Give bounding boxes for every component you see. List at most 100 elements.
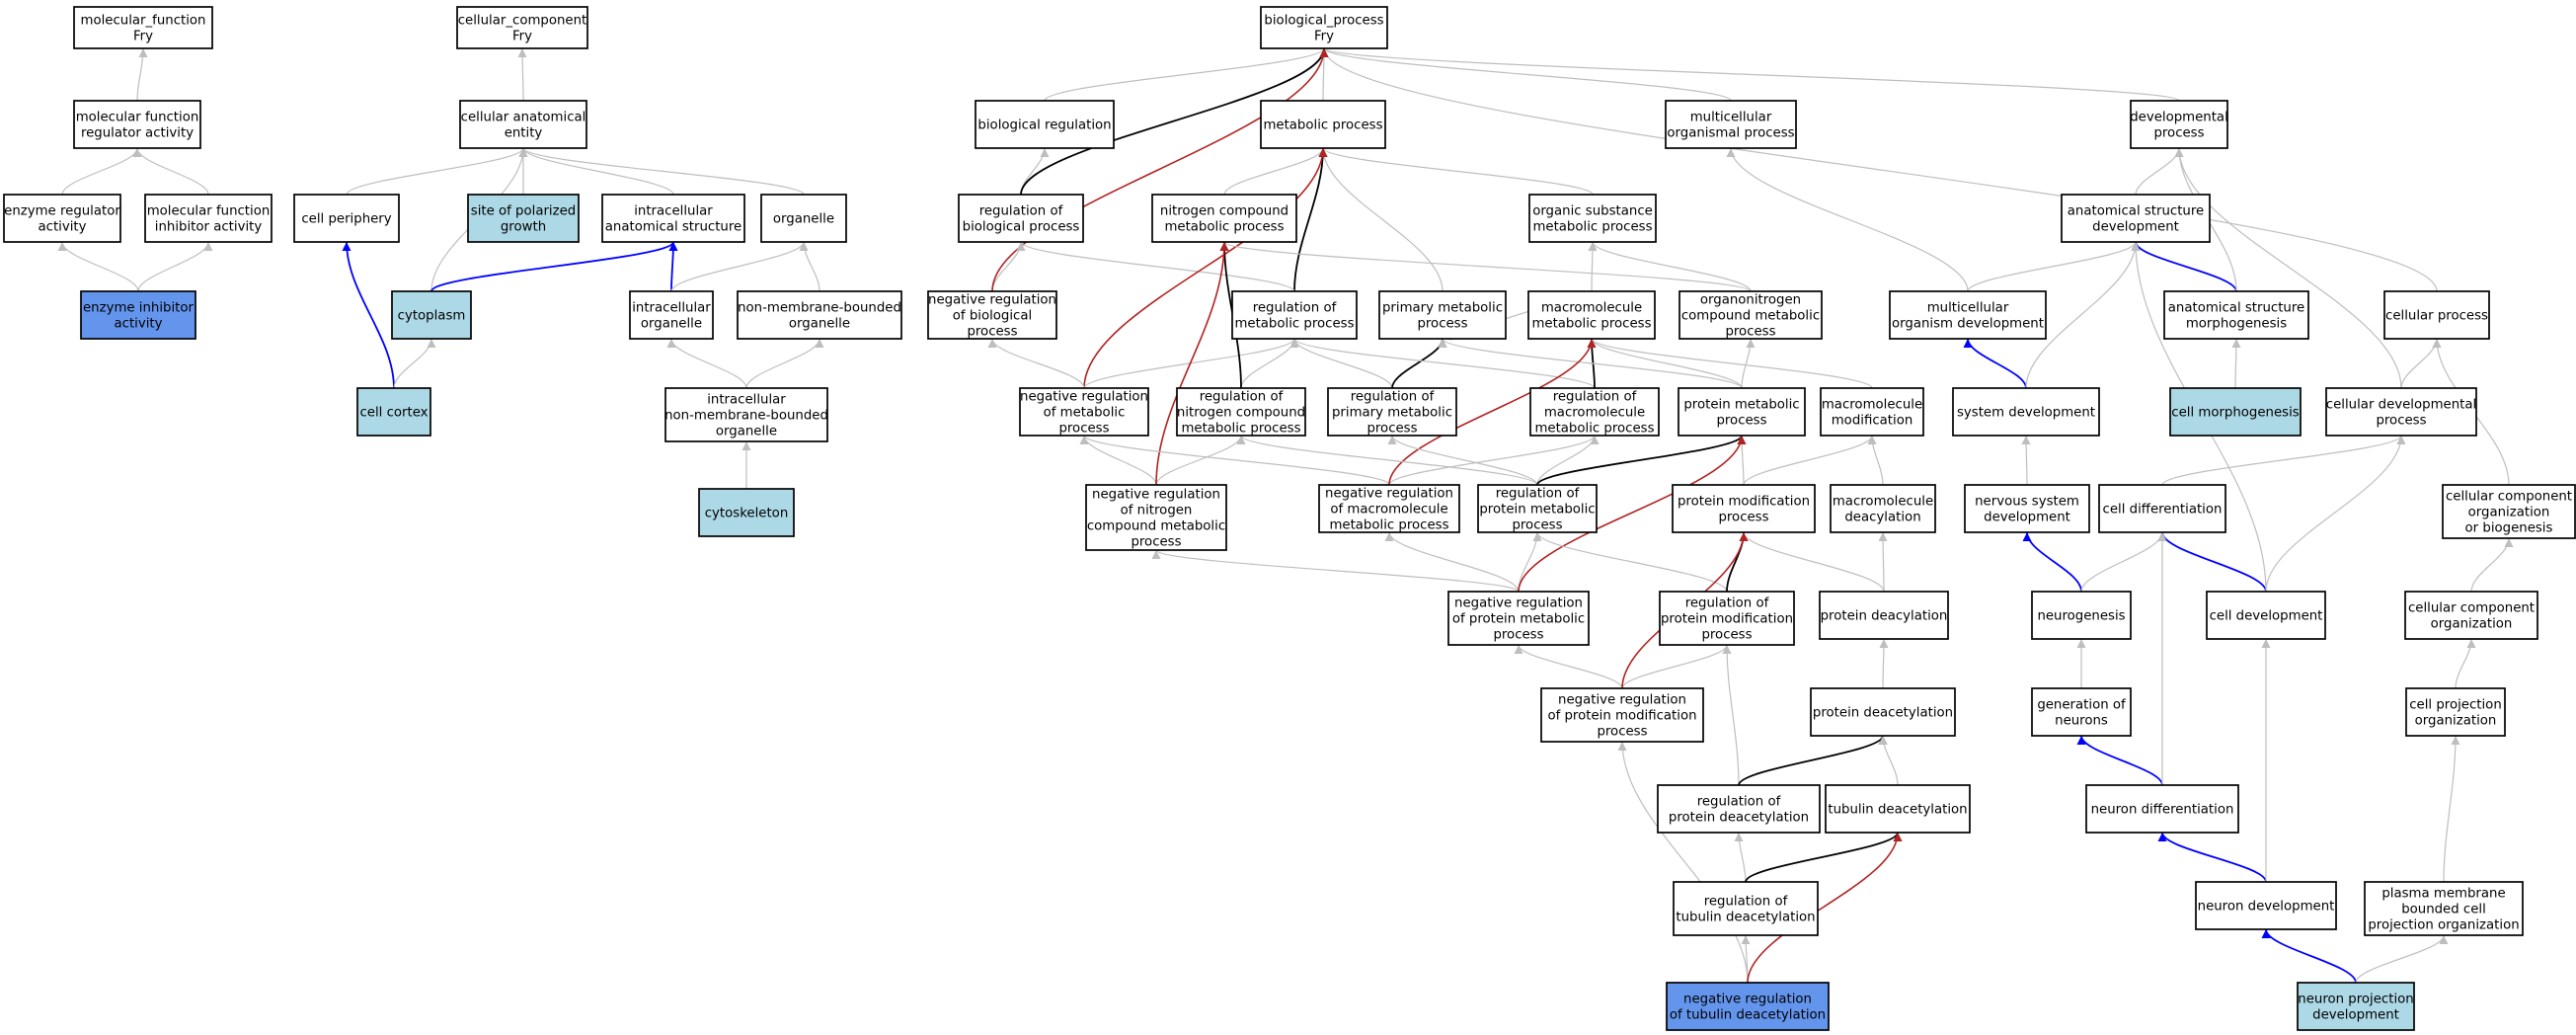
node-cell-cortex[interactable]: cell cortex [356,387,431,437]
node-label-line: multicellular [1927,300,2009,315]
node-tubulin-deacetylation[interactable]: tubulin deacetylation [1825,784,1971,834]
node-label-line: neurogenesis [2037,608,2125,623]
node-cell-differentiation[interactable]: cell differentiation [2098,484,2226,533]
node-box [2061,194,2211,243]
node-label-line: cellular process [2385,308,2488,323]
node-label-line: of biological [953,308,1032,323]
node-metabolic-process[interactable]: metabolic process [1260,100,1386,149]
edge-is-a [2355,934,2449,984]
node-neuron-differentiation[interactable]: neuron differentiation [2085,784,2239,834]
node-organelle[interactable]: organelle [760,194,847,243]
node-label-line: cellular component [2408,600,2535,615]
edge-is-a [2174,147,2402,389]
node-cell-development[interactable]: cell development [2206,591,2326,640]
node-label-line: growth [501,219,546,234]
node-label-line: of macromolecule [1330,502,1447,517]
edge-is-a [1739,531,1885,593]
node-label-line: anatomical structure [2168,300,2304,315]
node-box [293,194,400,243]
node-label-line: organismal process [1667,125,1794,140]
edge-is-a [1289,338,1596,389]
edge-is-a [1737,435,1747,486]
node-label-line: bounded cell [2401,902,2486,916]
node-protein-deacetylation[interactable]: protein deacetylation [1810,687,1956,737]
edge-is-a [518,147,674,196]
node-biological-regulation[interactable]: biological regulation [975,100,1115,149]
node-label-line: metabolic process [1234,316,1354,331]
node-label-line: of metabolic [1044,405,1126,420]
edge-is-a [1240,338,1299,389]
node-box [2031,687,2132,737]
node-label-line: plasma membrane [2381,886,2505,901]
node-label-line: process [1718,510,1768,524]
edge-is-a [1318,147,1444,292]
node-cellular-process[interactable]: cellular process [2383,290,2490,340]
node-protein-deacylation[interactable]: protein deacylation [1819,591,1949,640]
node-cell-periphery[interactable]: cell periphery [293,194,400,243]
node-label-line: molecular function [147,203,271,218]
edge-is-a [2025,241,2141,389]
node-box [2442,484,2576,539]
node-label-line: organization [2468,505,2550,519]
node-label-line: anatomical structure [2068,203,2204,218]
node-neuron-development[interactable]: neuron development [2195,881,2337,930]
node-cell-morphogenesis[interactable]: cell morphogenesis [2169,387,2302,437]
node-intracell-nonmem-organelle[interactable]: intracellularnon-membrane-boundedorganel… [664,387,828,442]
node-system-development[interactable]: system development [1952,387,2100,437]
node-cytoplasm[interactable]: cytoplasm [391,290,472,340]
node-neurogenesis[interactable]: neurogenesis [2031,591,2132,640]
node-label-line: intracellular [707,392,786,407]
node-cytoskeleton[interactable]: cytoskeleton [698,488,795,537]
